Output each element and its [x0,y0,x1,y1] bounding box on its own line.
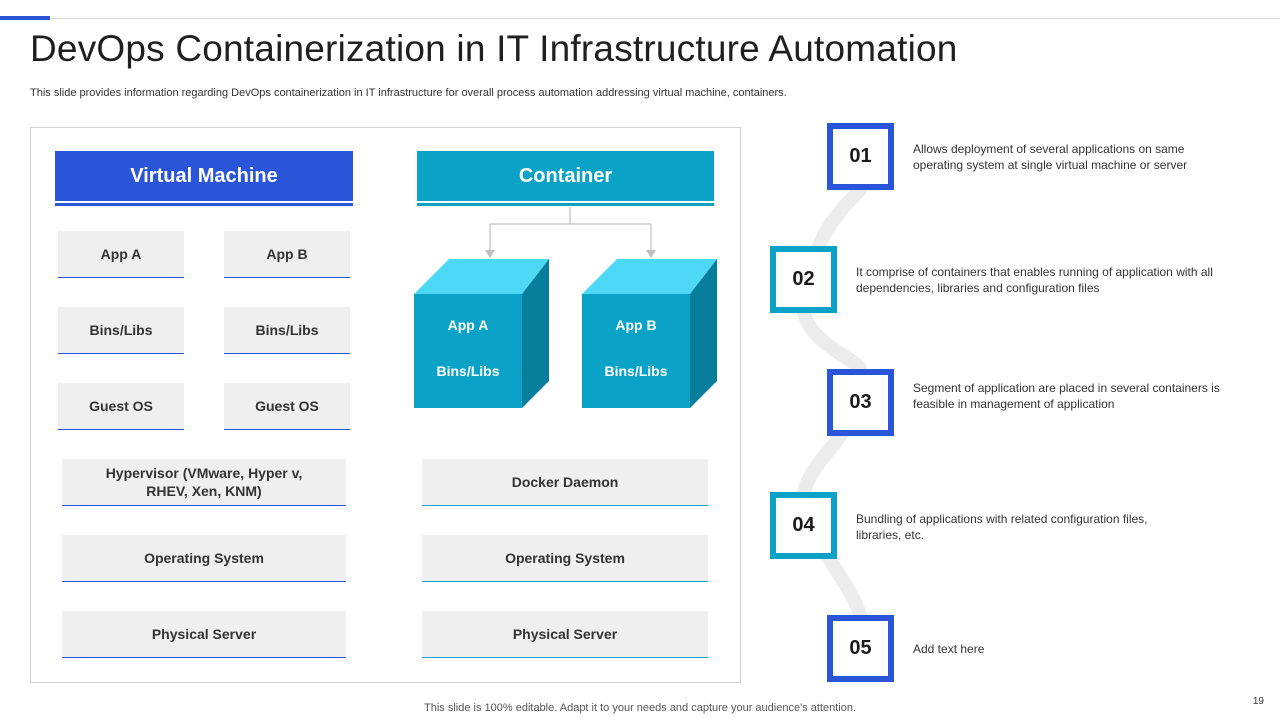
container-docker-daemon: Docker Daemon [422,459,708,506]
page-number: 19 [1252,696,1264,707]
slide-footer: This slide is 100% editable. Adapt it to… [424,702,856,714]
container-header: Container [417,151,714,201]
vm-app-a: App A [58,231,184,278]
top-divider [0,18,1280,19]
container-header-underline [417,203,714,206]
vm-bins-libs-a: Bins/Libs [58,307,184,354]
step-03-box: 03 [827,369,894,436]
vm-operating-system: Operating System [62,535,346,582]
step-04-box: 04 [770,492,837,559]
cube-b-app-label: App B [615,317,657,333]
top-accent-bar [0,16,50,20]
vm-app-b: App B [224,231,350,278]
vm-header: Virtual Machine [55,151,353,201]
vm-header-underline [55,203,353,206]
arrow-to-cube-a [485,250,495,258]
step-02-box: 02 [770,246,837,313]
step-05-box: 05 [827,615,894,682]
container-operating-system: Operating System [422,535,708,582]
arrow-to-cube-b [646,250,656,258]
vm-physical-server: Physical Server [62,611,346,658]
slide-subtitle: This slide provides information regardin… [30,87,787,99]
vm-guest-os-b: Guest OS [224,383,350,430]
step-04-text: Bundling of applications with related co… [856,512,1148,543]
cube-a [414,259,549,408]
step-01-text: Allows deployment of several application… [913,142,1188,173]
vm-hypervisor: Hypervisor (VMware, Hyper v, RHEV, Xen, … [62,459,346,506]
cube-a-bins-label: Bins/Libs [436,363,500,379]
vm-guest-os-a: Guest OS [58,383,184,430]
container-connector [489,207,652,254]
step-05-text: Add text here [913,642,985,656]
cube-b-bins-label: Bins/Libs [604,363,668,379]
cube-a-app-label: App A [447,317,489,333]
container-physical-server: Physical Server [422,611,708,658]
vm-bins-libs-b: Bins/Libs [224,307,350,354]
step-01-box: 01 [827,123,894,190]
step-03-text: Segment of application are placed in sev… [913,381,1220,412]
step-02-text: It comprise of containers that enables r… [856,265,1213,296]
cube-b [582,259,717,408]
slide-title: DevOps Containerization in IT Infrastruc… [30,28,958,69]
